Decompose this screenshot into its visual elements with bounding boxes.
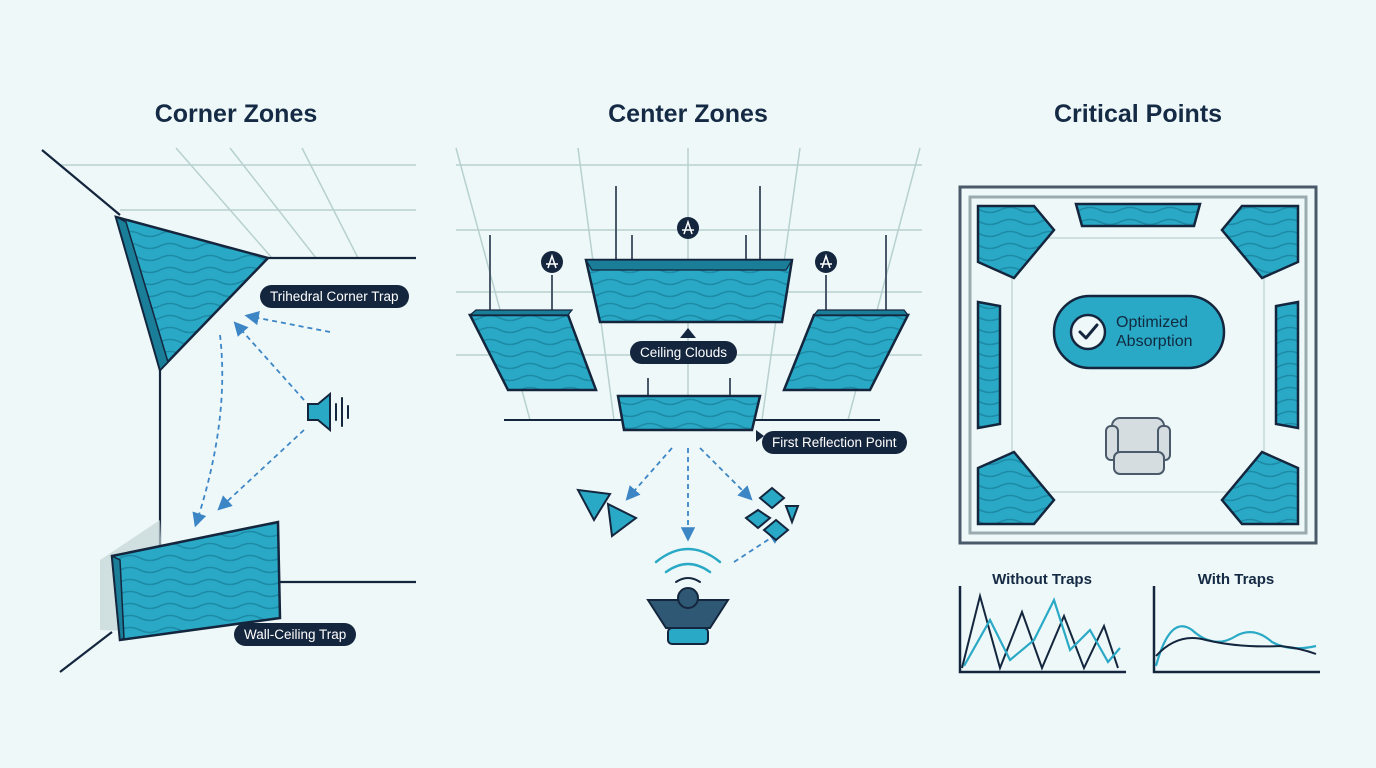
right-wall-panel [1274, 300, 1300, 430]
with-traps-response-teal [1154, 625, 1317, 667]
ceiling-clouds-label: Ceiling Clouds [630, 341, 738, 364]
reflection-callout-pointer [756, 430, 764, 442]
critical-points-title: Critical Points [1053, 100, 1223, 128]
ceiling-cloud-left [467, 309, 598, 392]
badge-text-line2: Absorption [1116, 333, 1193, 350]
left-wall-panel [976, 300, 1002, 430]
without-traps-title: Without Traps [992, 571, 1092, 588]
corner-zones-title: Corner Zones [154, 100, 318, 128]
corner-trap-bottom-right [1220, 450, 1300, 526]
first-reflection-panel [616, 394, 762, 432]
loudspeaker-icon [646, 547, 730, 645]
diffuser-shards-right [744, 486, 800, 542]
with-traps-axes [1152, 586, 1320, 674]
hanging-rods [489, 186, 887, 396]
without-traps-axes [958, 586, 1126, 674]
with-traps-response-dark [1155, 637, 1317, 657]
optimized-absorption-badge [1052, 294, 1226, 370]
first-reflection-point-label: First Reflection Point [762, 431, 907, 454]
wall-ceiling-trap [100, 520, 282, 642]
with-traps-title: With Traps [1197, 571, 1275, 588]
corner-trap-top-left [976, 204, 1056, 280]
corner-trap-bottom-left [976, 450, 1056, 526]
center-reflection-arrows [625, 447, 784, 563]
without-traps-response-dark [961, 592, 1119, 672]
center-zones-panel [455, 147, 922, 645]
chart-without-traps [958, 586, 1126, 674]
without-traps-response-teal [963, 597, 1121, 667]
corner-ceiling-grid [60, 147, 416, 259]
checkmark-icon [1069, 313, 1107, 351]
corner-zones-panel [41, 147, 416, 673]
badge-text-line1: Optimized [1116, 314, 1189, 331]
top-wall-panel [1074, 202, 1202, 228]
ceiling-cloud-center [584, 258, 794, 324]
ceiling-cloud-right [782, 309, 911, 392]
mic-icon [815, 251, 837, 273]
chair-icon [1105, 417, 1171, 475]
chart-with-traps [1152, 586, 1320, 674]
room-floor-grid [1011, 237, 1265, 493]
center-zones-title: Center Zones [608, 100, 768, 128]
clouds-callout-pointer [680, 328, 696, 338]
mic-icon [677, 217, 699, 239]
diffuser-shards-left [576, 488, 638, 538]
mic-icon [541, 251, 563, 273]
critical-points-panel [958, 185, 1318, 545]
trihedral-corner-trap-label: Trihedral Corner Trap [260, 285, 409, 308]
corner-reflection-arrows [192, 311, 331, 528]
corner-trap-top-right [1220, 204, 1300, 280]
wall-ceiling-trap-label: Wall-Ceiling Trap [234, 623, 357, 646]
trihedral-corner-trap [114, 215, 271, 373]
speaker-icon [307, 391, 349, 433]
